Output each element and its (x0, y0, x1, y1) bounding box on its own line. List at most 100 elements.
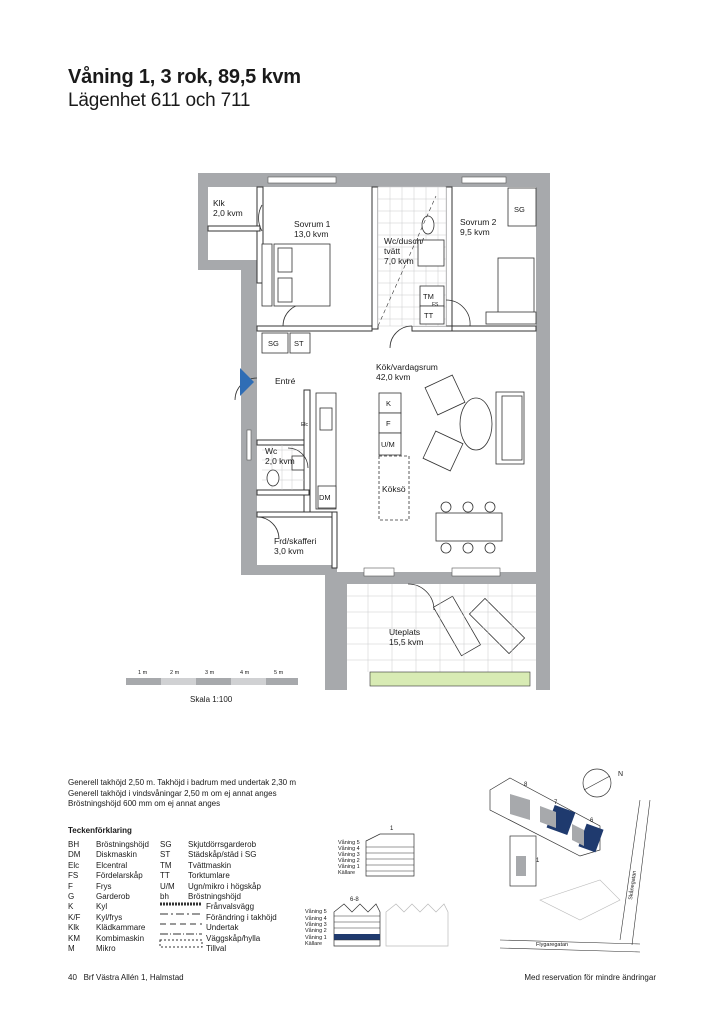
fixture-tm-label: TM (423, 292, 434, 301)
site-number-8: 8 (524, 782, 528, 788)
fixture-elc-label: Elc (301, 422, 308, 428)
section-house-6-8: 6-8 Våning 5 Våning 4 Våning 3 Våning 2 … (305, 897, 449, 947)
room-sovrum1-name: Sovrum 1 (294, 219, 331, 229)
legend-item: Undertak (206, 923, 239, 933)
section1-basement: Källare (338, 870, 355, 876)
room-uteplats-area: 15,5 kvm (389, 637, 424, 647)
fixture-tt-label: TT (424, 311, 434, 320)
general-notes: Generell takhöjd 2,50 m. Takhöjd i badru… (68, 778, 296, 810)
room-frd-name: Frd/skafferi (274, 536, 316, 546)
room-uteplats-name: Uteplats (389, 627, 420, 637)
footer-left: 40 Brf Västra Allén 1, Halmstad (68, 973, 184, 982)
scale-tick-4: 4 m (240, 670, 250, 676)
page-title: Våning 1, 3 rok, 89,5 kvm (68, 66, 301, 88)
room-klk-name: Klk (213, 198, 226, 208)
fixture-sg-entre-label: SG (268, 339, 279, 348)
scale-label: Skala 1:100 (190, 695, 233, 704)
room-koksö-name: Köksö (382, 484, 406, 494)
site-number-7: 7 (554, 800, 558, 806)
street-skanegatan: Skånegatan (627, 870, 638, 900)
north-label: N (618, 771, 623, 778)
room-wc-area: 2,0 kvm (265, 456, 295, 466)
scale-tick-2: 2 m (170, 670, 180, 676)
scale-tick-5: 5 m (274, 670, 284, 676)
site-plan: N 8 7 6 1 Skånegatan Flygaregatan (489, 768, 651, 953)
fixture-dm-label: DM (319, 493, 331, 502)
room-entre-name: Entré (275, 376, 296, 386)
section1-floor-3: Våning 3 (338, 851, 360, 858)
room-kok-area: 42,0 kvm (376, 372, 411, 382)
section68-floor-2: Våning 2 (305, 927, 327, 934)
room-sovrum2-name: Sovrum 2 (460, 217, 497, 227)
scale-tick-3: 3 m (205, 670, 215, 676)
section68-floor-5: Våning 5 (305, 908, 327, 915)
bed-icon (261, 243, 537, 325)
terrace-planter (369, 671, 531, 687)
section-house1-label: 1 (390, 826, 394, 832)
fixture-st-label: ST (294, 339, 304, 348)
section1-floor-2: Våning 2 (338, 857, 360, 864)
room-klk-area: 2,0 kvm (213, 208, 243, 218)
entrance-arrow-icon (240, 368, 254, 396)
scale-bar (126, 678, 298, 685)
legend-item: Tillval (206, 944, 227, 954)
street-flygaregatan: Flygaregatan (536, 942, 568, 948)
room-wc-dusch-name: Wc/dusch/ (384, 236, 424, 246)
page-number: 40 (68, 973, 77, 982)
inner-walls (207, 186, 537, 569)
page-subtitle: Lägenhet 611 och 711 (68, 90, 251, 111)
room-wc-name: Wc (265, 446, 278, 456)
section68-floor-3: Våning 3 (305, 921, 327, 928)
legend-item: Frånvalsvägg (206, 902, 255, 912)
room-wc-dusch-name2: tvätt (384, 246, 401, 256)
site-number-6: 6 (590, 818, 594, 824)
scale-tick-1: 1 m (138, 670, 148, 676)
section1-floor-5: Våning 5 (338, 839, 360, 846)
fixture-fs-label: FS (432, 302, 439, 308)
note-line: Bröstningshöjd 600 mm om ej annat anges (68, 799, 221, 808)
site-number-1: 1 (536, 858, 540, 864)
section1-floor-1: Våning 1 (338, 863, 360, 870)
fixture-sg-label: SG (514, 205, 525, 214)
section1-floor-4: Våning 4 (338, 845, 360, 852)
fixture-f-label: F (386, 419, 391, 428)
room-sovrum2-area: 9,5 kvm (460, 227, 490, 237)
legend-item: Förändring i takhöjd (206, 912, 277, 922)
north-compass-icon (582, 768, 612, 798)
section68-floor-4: Våning 4 (305, 915, 327, 922)
note-line: Generell takhöjd 2,50 m. Takhöjd i badru… (68, 778, 296, 787)
section68-basement: Källare (305, 941, 322, 947)
fixture-k-label: K (386, 399, 391, 408)
legend-heading: Teckenförklaring (68, 826, 132, 835)
section68-floor-1: Våning 1 (305, 934, 327, 941)
project-name: Brf Västra Allén 1, Halmstad (83, 973, 184, 982)
room-sovrum1-area: 13,0 kvm (294, 229, 329, 239)
room-kok-name: Kök/vardagsrum (376, 362, 438, 372)
note-line: Generell takhöjd i vindsvåningar 2,50 m … (68, 788, 277, 798)
room-wc-dusch-area: 7,0 kvm (384, 256, 414, 266)
legend-item: Väggskåp/hylla (206, 933, 261, 943)
section-house-1: 1 Våning 5 Våning 4 Våning 3 Våning 2 Vå… (338, 826, 415, 877)
fixture-um-label: U/M (381, 440, 395, 449)
footer-disclaimer: Med reservation för mindre ändringar (524, 973, 656, 982)
